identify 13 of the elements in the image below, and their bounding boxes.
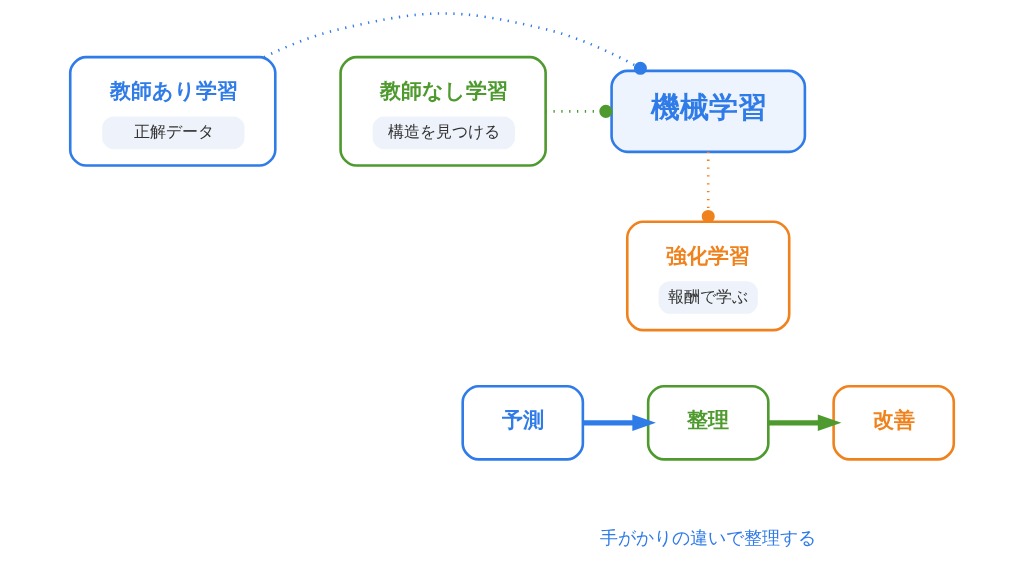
node-box: 教師なし学習 構造を見つける [339, 55, 547, 167]
node-box: 教師あり学習 正解データ [68, 55, 277, 167]
node-box: 機械学習 [610, 69, 807, 154]
node-box: 改善 [832, 384, 956, 461]
connector [701, 151, 715, 223]
connector [545, 104, 613, 118]
node-box: 強化学習 報酬で学ぶ [625, 220, 791, 332]
label: 手がかりの違いで整理する [600, 526, 817, 548]
node-box: 予測 [461, 384, 585, 461]
node-box: 整理 [646, 384, 770, 461]
connector [263, 12, 647, 75]
arrow [582, 414, 656, 432]
arrow [768, 414, 842, 432]
